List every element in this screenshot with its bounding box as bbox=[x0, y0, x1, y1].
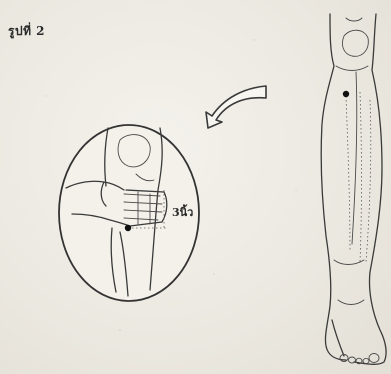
kneecap bbox=[342, 30, 368, 56]
leg-outline-left bbox=[321, 14, 346, 360]
measurement-label: 3นิ้ว bbox=[172, 203, 193, 221]
meridian-line-3 bbox=[366, 100, 371, 262]
acupoint-dot-icon bbox=[343, 91, 349, 97]
acupoint-dot-icon bbox=[125, 225, 131, 231]
meridian-line-1 bbox=[346, 96, 350, 252]
meridian-line-2 bbox=[360, 92, 362, 262]
curved-arrow-icon bbox=[206, 86, 266, 128]
full-leg-drawing bbox=[321, 14, 386, 364]
foot-outline bbox=[332, 320, 344, 356]
